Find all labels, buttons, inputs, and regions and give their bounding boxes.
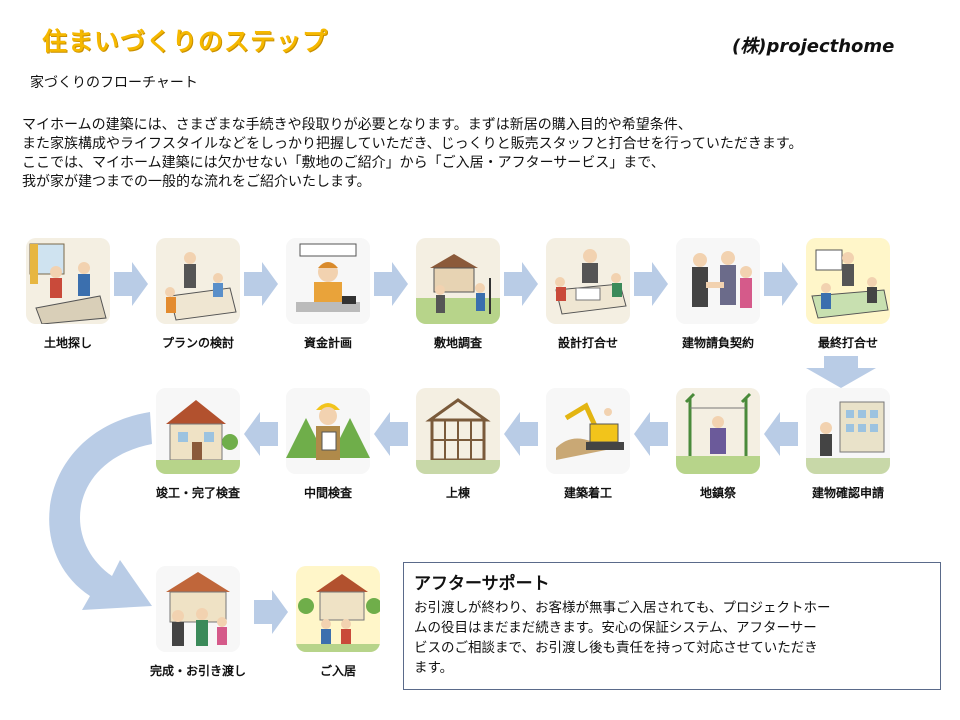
- intro-line: ここでは、マイホーム建築には欠かせない「敷地のご紹介」から「ご入居・アフターサー…: [22, 155, 665, 171]
- design-meeting-icon: [546, 238, 630, 324]
- flowchart-subtitle: 家づくりのフローチャート: [30, 75, 198, 91]
- step-land-search: 土地探し: [18, 238, 118, 350]
- after-support-body: お引渡しが終わり、お客様が無事ご入居されても、プロジェクトホー ムの役目はまだま…: [414, 598, 930, 678]
- step-construction-start: 建築着工: [538, 388, 638, 500]
- step-site-survey: 敷地調査: [408, 238, 508, 350]
- step-label: 最終打合せ: [817, 336, 878, 350]
- building-permit-icon: [806, 388, 890, 474]
- intro-line: また家族構成やライフスタイルなどをしっかり把握していただき、じっくりと販売スタッ…: [22, 136, 803, 152]
- move-in-icon: [296, 566, 380, 652]
- flow-arrow-left: [764, 412, 798, 456]
- contract-icon: [676, 238, 760, 324]
- step-label: 地鎮祭: [699, 486, 736, 500]
- step-final-meeting: 最終打合せ: [798, 238, 898, 350]
- step-label: ご入居: [319, 664, 356, 678]
- step-building-permit: 建物確認申請: [798, 388, 898, 500]
- intro-text: マイホームの建築には、さまざまな手続きや段取りが必要となります。まずは新居の購入…: [22, 116, 952, 192]
- step-label: 土地探し: [43, 336, 92, 350]
- step-plan-review: プランの検討: [148, 238, 248, 350]
- funding-plan-icon: [286, 238, 370, 324]
- plan-review-icon: [156, 238, 240, 324]
- flow-arrow-left: [374, 412, 408, 456]
- step-contract: 建物請負契約: [668, 238, 768, 350]
- step-label: 建物請負契約: [681, 336, 754, 350]
- intro-line: マイホームの建築には、さまざまな手続きや段取りが必要となります。まずは新居の購入…: [22, 117, 692, 133]
- flow-arrow-right: [764, 262, 798, 306]
- step-label: 完成・お引き渡し: [149, 664, 246, 678]
- framing-icon: [416, 388, 500, 474]
- after-support-heading: アフターサポート: [414, 574, 550, 594]
- step-handover: 完成・お引き渡し: [148, 566, 248, 678]
- step-label: 上棟: [445, 486, 470, 500]
- final-meeting-icon: [806, 238, 890, 324]
- flow-arrow-left: [244, 412, 278, 456]
- flow-arrow-right: [504, 262, 538, 306]
- step-label: 建物確認申請: [811, 486, 884, 500]
- company-name: (株)projecthome: [732, 36, 895, 57]
- step-interim-inspection: 中間検査: [278, 388, 378, 500]
- step-label: 中間検査: [303, 486, 352, 500]
- support-line: ムの役目はまだまだ続きます。安心の保証システム、アフターサー: [414, 620, 817, 636]
- flow-arrow-left: [504, 412, 538, 456]
- step-funding-plan: 資金計画: [278, 238, 378, 350]
- step-completion-inspection: 竣工・完了検査: [148, 388, 248, 500]
- intro-line: 我が家が建つまでの一般的な流れをご紹介いたします。: [22, 174, 371, 190]
- site-survey-icon: [416, 238, 500, 324]
- step-label: プランの検討: [161, 336, 234, 350]
- flow-arrow-right: [254, 590, 288, 634]
- flow-arrow-right: [634, 262, 668, 306]
- step-groundbreaking: 地鎮祭: [668, 388, 768, 500]
- inspector-icon: [286, 388, 370, 474]
- handover-icon: [156, 566, 240, 652]
- flow-arrow-curve: [20, 400, 160, 630]
- flow-arrow-right: [114, 262, 148, 306]
- after-support-box: アフターサポート お引渡しが終わり、お客様が無事ご入居されても、プロジェクトホー…: [403, 562, 941, 690]
- step-framing: 上棟: [408, 388, 508, 500]
- flow-arrow-down: [806, 356, 876, 388]
- step-label: 建築着工: [563, 486, 612, 500]
- support-line: ます。: [414, 660, 454, 676]
- groundbreaking-icon: [676, 388, 760, 474]
- support-line: お引渡しが終わり、お客様が無事ご入居されても、プロジェクトホー: [414, 600, 831, 616]
- flow-arrow-right: [244, 262, 278, 306]
- step-label: 設計打合せ: [557, 336, 618, 350]
- completed-house-icon: [156, 388, 240, 474]
- land-search-icon: [26, 238, 110, 324]
- flow-arrow-left: [634, 412, 668, 456]
- step-label: 資金計画: [303, 336, 352, 350]
- step-move-in: ご入居: [288, 566, 388, 678]
- step-design-meeting: 設計打合せ: [538, 238, 638, 350]
- excavator-icon: [546, 388, 630, 474]
- page-title: 住まいづくりのステップ: [42, 27, 329, 56]
- flow-arrow-right: [374, 262, 408, 306]
- support-line: ビスのご相談まで、お引渡し後も責任を持って対応させていただき: [414, 640, 818, 656]
- step-label: 敷地調査: [433, 336, 482, 350]
- step-label: 竣工・完了検査: [155, 486, 240, 500]
